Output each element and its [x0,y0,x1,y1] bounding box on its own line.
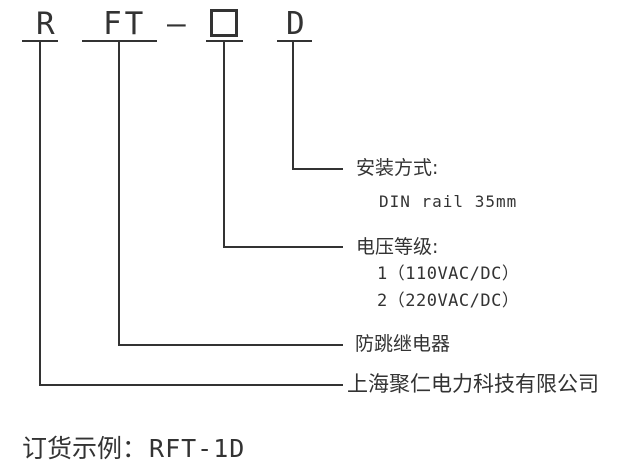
code-letter-r: R [36,6,58,42]
code-placeholder-box-icon [210,9,238,37]
code-dash: – [167,6,189,42]
leader-vertical-box [223,40,225,248]
leader-horizontal-box [223,246,343,248]
voltage-option-2: 2（220VAC/DC） [377,291,520,311]
leader-vertical-r [39,40,41,386]
code-letter-ft: FT [103,6,147,42]
leader-horizontal-r [39,384,343,386]
code-letter-d: D [286,6,308,42]
company-name-label: 上海聚仁电力科技有限公司 [347,372,599,396]
voltage-title: 电压等级: [356,236,439,258]
underline-d [277,40,312,42]
product-name-label: 防跳继电器 [355,333,451,355]
mounting-detail: DIN rail 35mm [379,192,518,211]
leader-vertical-d [292,40,294,170]
voltage-option-1: 1（110VAC/DC） [377,264,520,284]
mounting-title: 安装方式: [356,157,439,179]
order-example-label: 订货示例： [22,434,148,463]
leader-horizontal-d [292,168,343,170]
order-example: 订货示例：RFT-1D [22,429,245,465]
leader-horizontal-ft [118,344,343,346]
order-example-code: RFT-1D [149,434,246,463]
leader-vertical-ft [118,40,120,346]
